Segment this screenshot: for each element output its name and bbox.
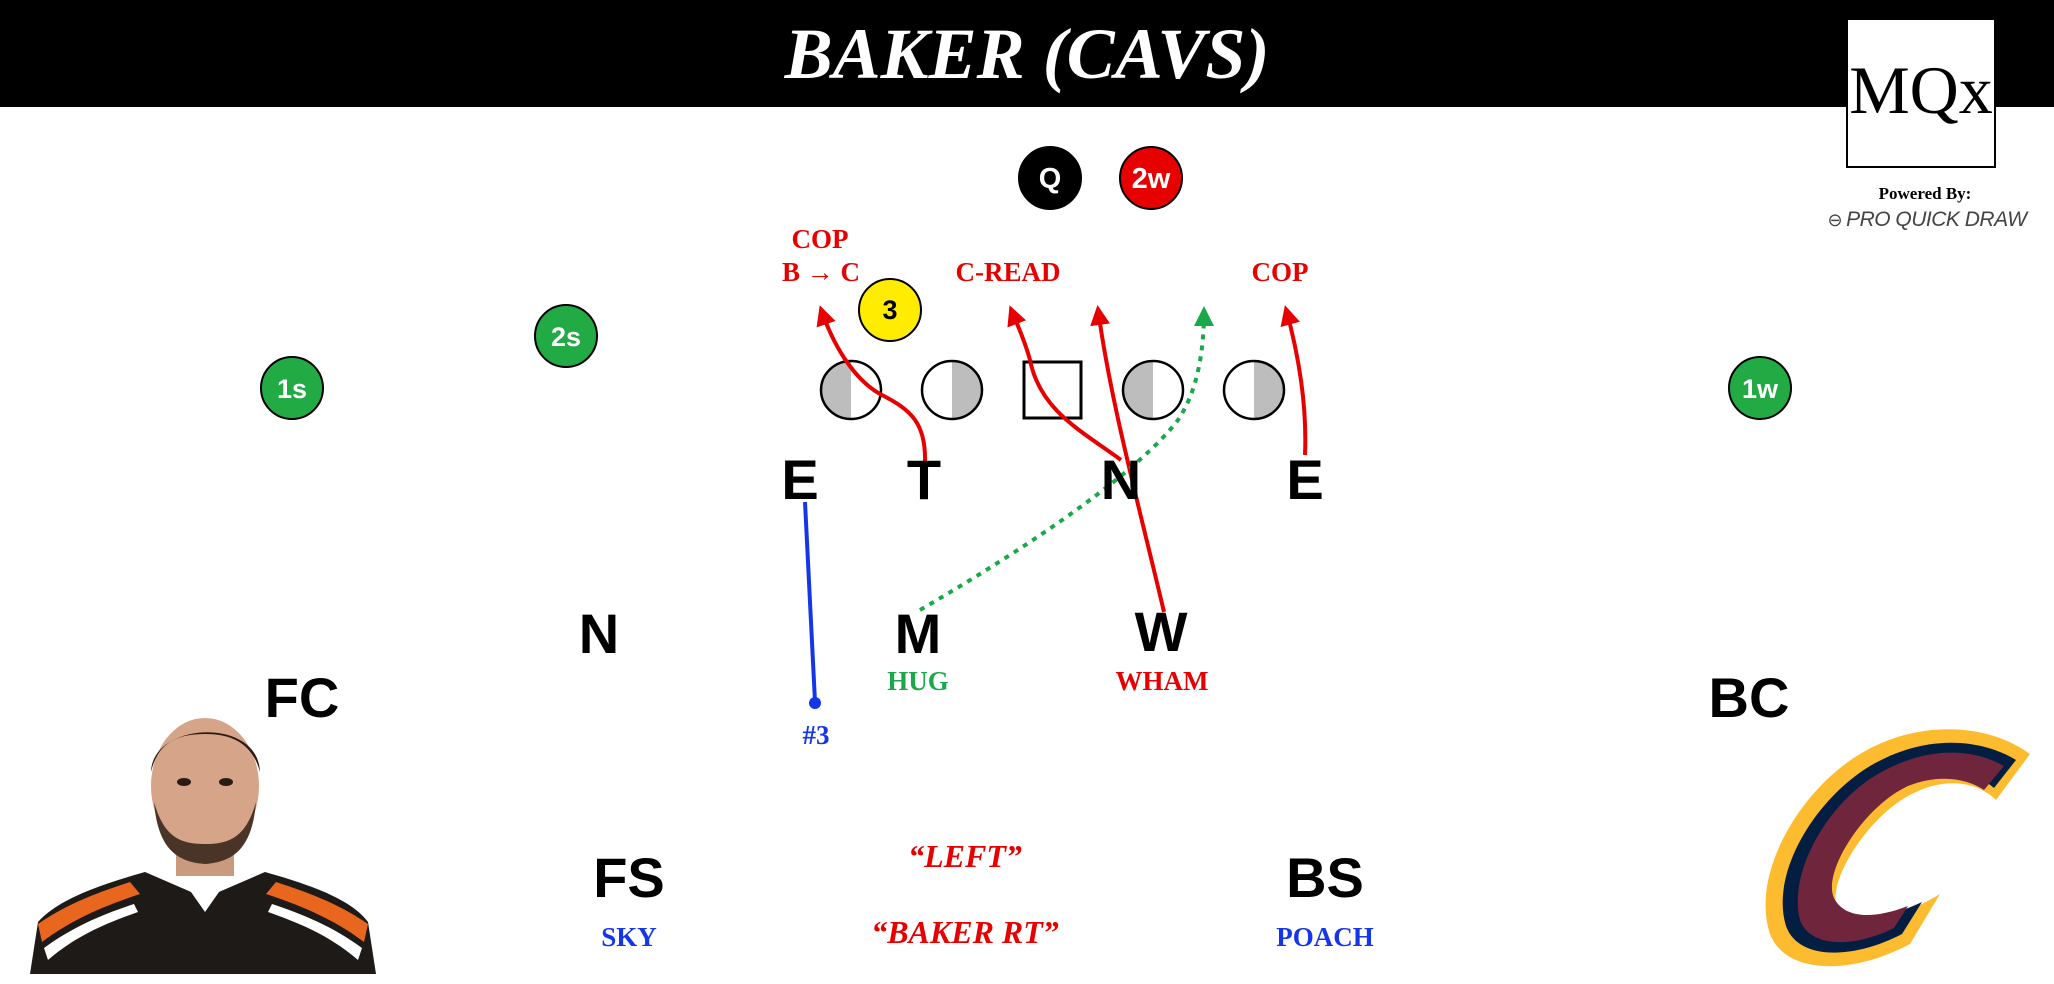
sponsor-name: PRO QUICK DRAW bbox=[1846, 208, 2027, 231]
tag-cop-left: COP bbox=[791, 224, 849, 254]
defender-free-safety: FS bbox=[593, 846, 665, 909]
defender-boundary-corner: BC bbox=[1708, 666, 1790, 729]
route-e-read bbox=[803, 501, 817, 703]
route-e-cop bbox=[1280, 305, 1308, 456]
lineman-rt bbox=[1222, 359, 1286, 421]
stopwatch-icon: ⊖ bbox=[1827, 210, 1843, 230]
lineman-lg bbox=[920, 359, 984, 421]
defender-will: W bbox=[1134, 600, 1188, 663]
defender-boundary-safety: BS bbox=[1286, 846, 1364, 909]
tag-poach: POACH bbox=[1276, 922, 1374, 952]
powered-by-label: Powered By: bbox=[1878, 184, 1972, 203]
svg-text:2w: 2w bbox=[1132, 163, 1171, 195]
svg-text:1w: 1w bbox=[1742, 374, 1779, 404]
defender-mike: M bbox=[894, 602, 942, 665]
tag-c-read: C-READ bbox=[955, 257, 1061, 287]
lineman-lt bbox=[819, 359, 883, 421]
token-2w: 2w bbox=[1119, 146, 1183, 210]
defender-tackle: T bbox=[906, 448, 942, 511]
svg-text:Q: Q bbox=[1039, 163, 1062, 195]
sponsor-brand: ⊖PRO QUICK DRAW bbox=[1822, 208, 2032, 232]
token-2s: 2s bbox=[534, 304, 598, 368]
token-1w: 1w bbox=[1728, 356, 1792, 420]
tag-wham: WHAM bbox=[1115, 666, 1209, 696]
tag-read-3: #3 bbox=[802, 720, 830, 750]
defender-right-end: E bbox=[1286, 448, 1324, 511]
defender-nickel: N bbox=[578, 602, 620, 665]
mqx-logo-text: MQx bbox=[1849, 52, 1993, 128]
route-w-wham bbox=[1090, 305, 1166, 613]
player-photo bbox=[30, 718, 376, 974]
svg-text:3: 3 bbox=[882, 295, 897, 325]
coverage-call: “BAKER RT” bbox=[871, 914, 1059, 950]
header-bar: BAKER (CAVS) bbox=[0, 0, 2054, 107]
tag-cop-left-sub: B → C bbox=[781, 257, 861, 287]
defender-field-corner: FC bbox=[264, 666, 340, 729]
route-t-cop bbox=[816, 305, 928, 463]
route-n-cread bbox=[1007, 305, 1123, 462]
svg-text:2s: 2s bbox=[551, 322, 581, 352]
tag-cop-right: COP bbox=[1251, 257, 1309, 287]
team-c-logo bbox=[1765, 729, 2030, 967]
route-m-hug bbox=[918, 306, 1214, 612]
token-1s: 1s bbox=[260, 356, 324, 420]
tag-sky: SKY bbox=[601, 922, 657, 952]
defender-nose: N bbox=[1100, 448, 1142, 511]
token-q: Q bbox=[1018, 146, 1082, 210]
token-3: 3 bbox=[858, 278, 922, 342]
read-dot bbox=[809, 697, 821, 709]
svg-text:1s: 1s bbox=[277, 374, 307, 404]
page-title: BAKER (CAVS) bbox=[784, 14, 1270, 94]
line-call: “LEFT” bbox=[908, 838, 1022, 874]
mqx-logo: MQx bbox=[1846, 18, 1996, 168]
lineman-rg bbox=[1121, 359, 1185, 421]
tag-hug: HUG bbox=[887, 666, 949, 696]
defender-left-end: E bbox=[781, 448, 819, 511]
